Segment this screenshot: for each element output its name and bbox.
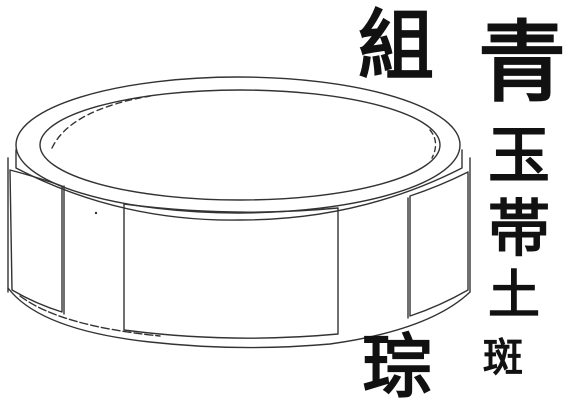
ring-inner-lip <box>51 95 151 149</box>
calligraphy-cong: 琮 <box>362 325 436 408</box>
ring-panel-right <box>409 171 469 317</box>
calligraphy-dai: 帯 <box>488 192 551 265</box>
ring-top-inner-rim <box>39 89 441 201</box>
ring-panel-left <box>9 169 63 313</box>
ring-body-bottom <box>7 287 471 349</box>
ring-body-bottom-inner <box>19 295 161 337</box>
ring-collar <box>15 149 463 221</box>
calligraphy-yu: 玉 <box>488 119 551 192</box>
ring-inner-lip-right <box>429 129 437 159</box>
calligraphy-tu: 土 <box>488 265 541 326</box>
ring-top-outer-rim <box>15 76 461 214</box>
ring-panel-center <box>123 203 339 339</box>
calligraphy-qing: 青 <box>478 10 567 114</box>
calligraphy-zu: 組 <box>358 1 434 90</box>
ink-dot <box>94 211 98 215</box>
calligraphy-ban: 斑 <box>483 334 523 381</box>
